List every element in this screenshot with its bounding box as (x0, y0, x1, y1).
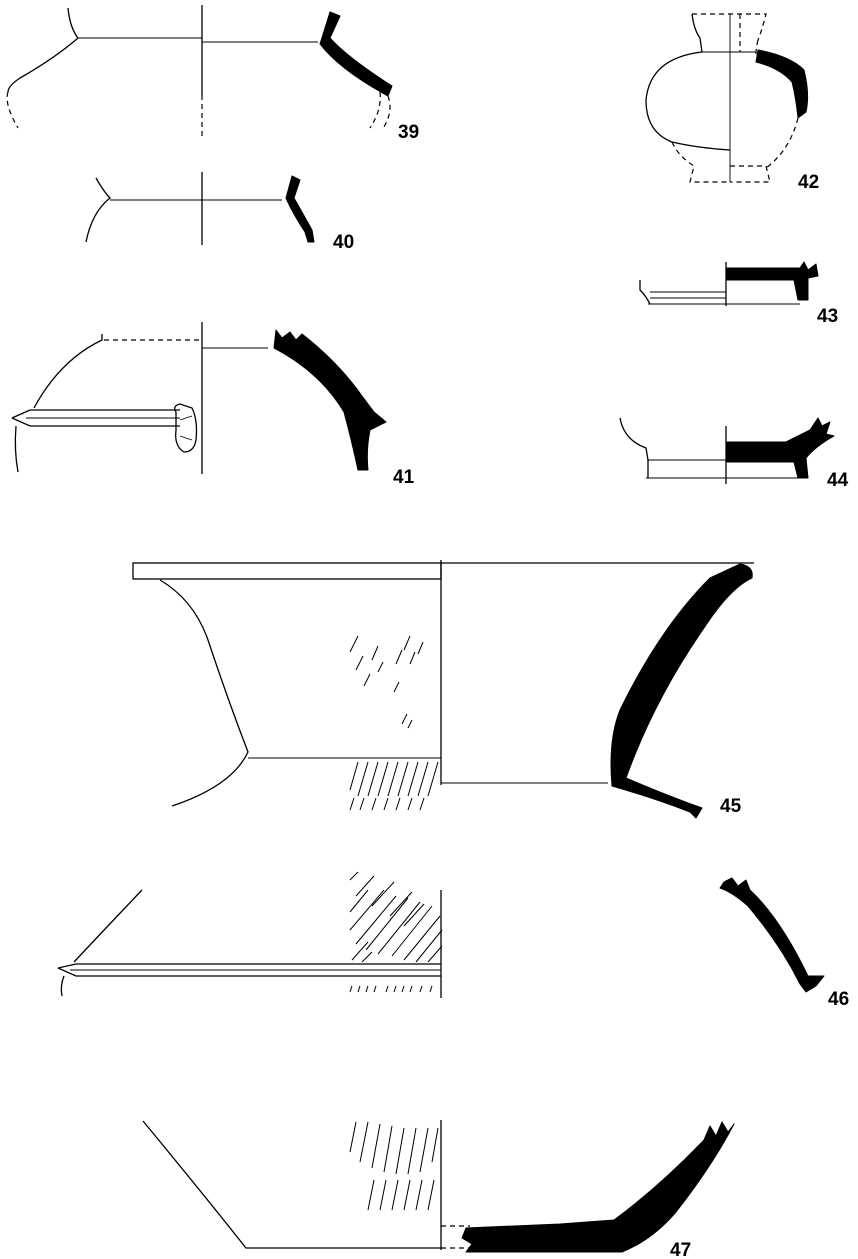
hatching-upper (349, 635, 424, 729)
label-39: 39 (398, 122, 419, 143)
label-45: 45 (720, 796, 742, 817)
vessel-44: 44 (619, 417, 849, 491)
label-40: 40 (333, 232, 354, 253)
vessel-47: 47 (142, 1120, 735, 1259)
vessel-46: 46 (57, 871, 849, 1010)
hatching-wall (349, 1121, 439, 1211)
label-42: 42 (798, 172, 819, 193)
label-41: 41 (393, 467, 415, 488)
vessel-39: 39 (6, 5, 419, 143)
vessel-45: 45 (132, 560, 754, 819)
label-46: 46 (828, 989, 849, 1010)
vessel-43: 43 (639, 261, 838, 327)
label-47: 47 (670, 1240, 691, 1259)
vessel-40: 40 (85, 172, 354, 253)
label-44: 44 (827, 470, 849, 491)
vessel-41: 41 (11, 322, 415, 488)
hatching-lower (349, 761, 439, 811)
vessel-42: 42 (645, 13, 819, 193)
label-43: 43 (817, 306, 838, 327)
hatching-shoulder (349, 871, 443, 993)
